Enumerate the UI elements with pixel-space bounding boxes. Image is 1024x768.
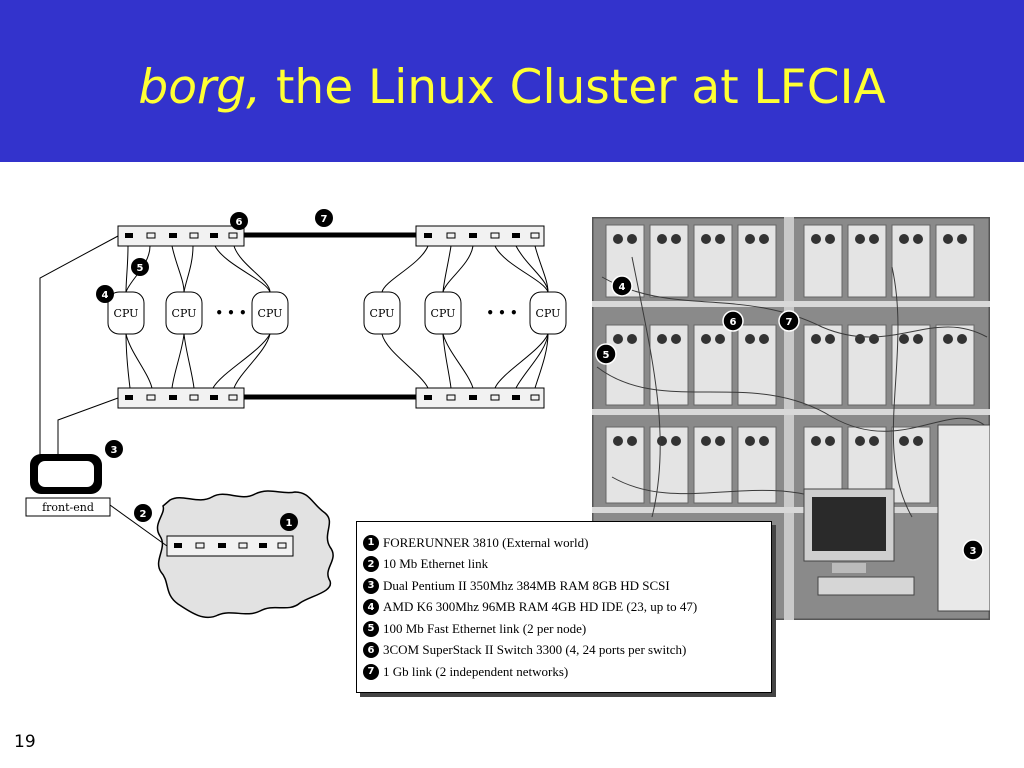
badge-7-label: 7 [321,214,328,225]
cpu-nodes: CPU CPU CPU CPU CPU CPU • • • • • • [107,291,567,335]
switch-bottom-right [415,387,545,409]
cpu-node [363,291,401,335]
cpu-node [424,291,462,335]
switch-bottom-left [117,387,245,409]
front-end-label: front-end [42,501,94,514]
front-end-links [39,235,168,547]
cpu-node-label: CPU [370,307,395,320]
switch-forerunner [166,535,294,557]
legend-badge: 1 [363,534,379,551]
photo-badge-4-label: 4 [619,282,626,293]
cpu-node [529,291,567,335]
photo-badge-3-label: 3 [970,546,977,557]
title-italic: borg, [138,60,262,115]
photo-badge-7-label: 7 [786,317,793,328]
cpu-node [165,291,203,335]
legend-badge: 2 [363,556,379,573]
photo-badge-6-label: 6 [730,317,737,328]
switch-top-left [117,225,245,247]
diagram-badges: 1 2 3 4 5 6 7 [96,209,333,531]
cpu-node-label: CPU [258,307,283,320]
slide-title: borg, the Linux Cluster at LFCIA [0,58,1024,118]
switch-top-right [415,225,545,247]
legend-text: 100 Mb Fast Ethernet link (2 per node) [383,620,587,636]
legend-text: 1 Gb link (2 independent networks) [383,663,569,679]
legend-badge: 3 [363,577,379,594]
front-end-monitor: front-end [25,454,111,517]
page-number: 19 [14,732,36,752]
badge-2-label: 2 [140,509,147,520]
cpu-node-label: CPU [536,307,561,320]
legend-text: 10 Mb Ethernet link [383,556,489,572]
legend-text: 3COM SuperStack II Switch 3300 (4, 24 po… [383,642,687,658]
title-rest: the Linux Cluster at LFCIA [261,60,886,115]
ellipsis-right: • • • [486,306,517,320]
legend-text: Dual Pentium II 350Mhz 384MB RAM 8GB HD … [383,577,670,593]
legend-badge: 7 [363,663,379,680]
title-bar [0,0,1024,162]
legend-badge: 5 [363,620,379,637]
cpu-node-label: CPU [114,307,139,320]
cpu-node [107,291,145,335]
cpu-node-label: CPU [431,307,456,320]
legend-badge: 4 [363,599,379,616]
legend-text: FORERUNNER 3810 (External world) [383,534,589,550]
cpu-node [251,291,289,335]
badge-6-label: 6 [236,217,243,228]
badge-3-label: 3 [111,445,118,456]
legend-badge: 6 [363,642,379,659]
photo-badge-5-label: 5 [603,350,610,361]
ellipsis-left: • • • [215,306,246,320]
legend-text: AMD K6 300Mhz 96MB RAM 4GB HD IDE (23, u… [383,599,698,615]
badge-4-label: 4 [102,290,109,301]
badge-5-label: 5 [137,263,144,274]
cpu-node-label: CPU [172,307,197,320]
badge-1-label: 1 [286,518,293,529]
